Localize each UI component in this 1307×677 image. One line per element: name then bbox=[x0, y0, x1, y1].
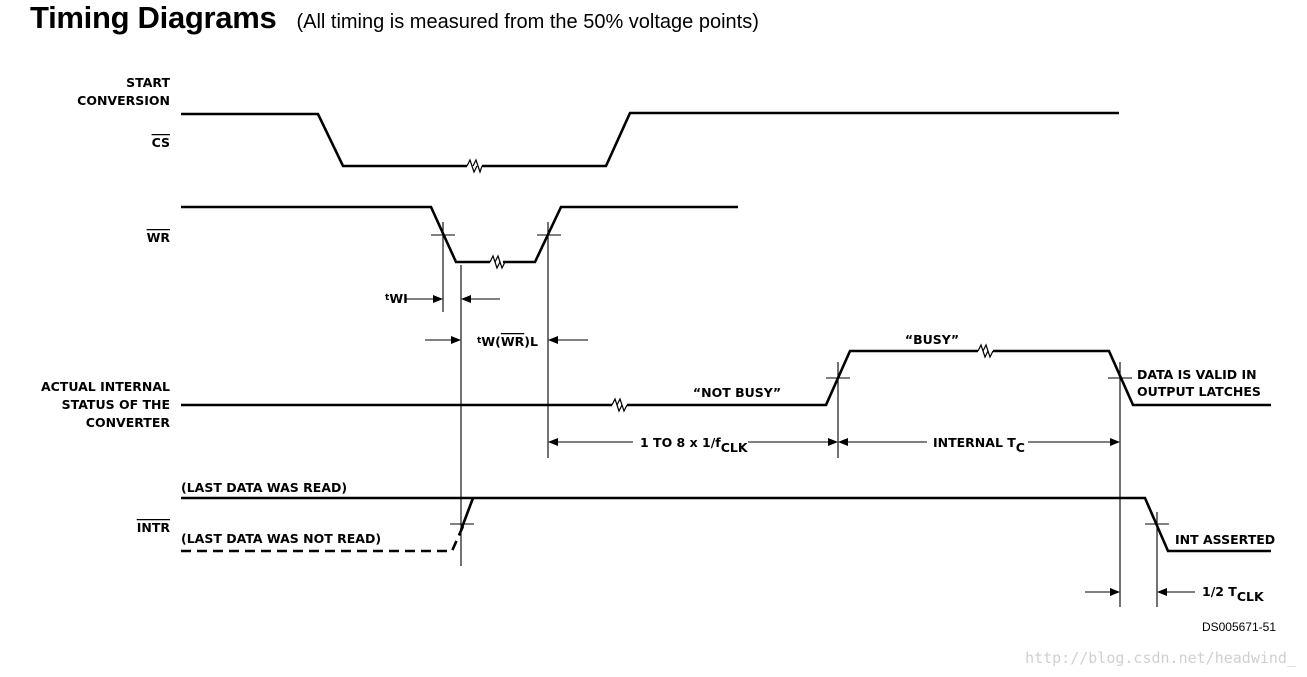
label-status-1: ACTUAL INTERNAL bbox=[41, 379, 170, 394]
wr-break-mark bbox=[489, 254, 506, 270]
label-conversion: CONVERSION bbox=[77, 93, 170, 108]
conversion-delay-dimension bbox=[548, 438, 838, 446]
half-tclk-label: 1/2 TCLK bbox=[1202, 584, 1265, 604]
twwrl-dimension bbox=[425, 336, 588, 344]
internal-tc-dimension bbox=[838, 438, 1120, 446]
label-start: START bbox=[126, 75, 170, 90]
cs-waveform-cont bbox=[482, 111, 1119, 168]
data-valid-label-1: DATA IS VALID IN bbox=[1137, 367, 1257, 382]
status-break-mark-2 bbox=[977, 343, 994, 359]
watermark: http://blog.csdn.net/headwind_ bbox=[1025, 649, 1297, 667]
status-break-mark-1 bbox=[611, 397, 628, 413]
cs-waveform bbox=[181, 112, 467, 168]
twi-label: tWI bbox=[385, 291, 408, 306]
label-intr: INTR bbox=[137, 520, 171, 535]
label-cs: CS bbox=[152, 135, 170, 150]
busy-label: “BUSY” bbox=[905, 332, 959, 347]
intr-reset-edge bbox=[459, 497, 475, 531]
twi-dimension bbox=[405, 295, 500, 303]
header: Timing Diagrams (All timing is measured f… bbox=[30, 0, 759, 36]
intr-waveform-not-read bbox=[181, 523, 466, 553]
int-asserted-label: INT ASSERTED bbox=[1175, 532, 1275, 547]
data-valid-label-2: OUTPUT LATCHES bbox=[1137, 384, 1261, 399]
last-data-not-read-label: (LAST DATA WAS NOT READ) bbox=[181, 531, 381, 546]
label-status-3: CONVERTER bbox=[86, 415, 171, 430]
last-data-read-label: (LAST DATA WAS READ) bbox=[181, 480, 347, 495]
label-status-2: STATUS OF THE bbox=[62, 397, 170, 412]
internal-tc-label: INTERNAL TC bbox=[933, 435, 1025, 455]
page-title: Timing Diagrams bbox=[30, 0, 277, 35]
document-id: DS005671-51 bbox=[1202, 620, 1276, 634]
page-subtitle: (All timing is measured from the 50% vol… bbox=[296, 11, 759, 33]
not-busy-label: “NOT BUSY” bbox=[693, 385, 781, 400]
conversion-delay-label: 1 TO 8 x 1/fCLK bbox=[640, 435, 749, 455]
status-waveform-cont bbox=[627, 349, 978, 407]
twwrl-label: tW(WR)L bbox=[477, 334, 538, 349]
cs-break-mark bbox=[466, 158, 483, 174]
label-wr: WR bbox=[147, 230, 171, 245]
half-tclk-dimension bbox=[1085, 588, 1195, 596]
